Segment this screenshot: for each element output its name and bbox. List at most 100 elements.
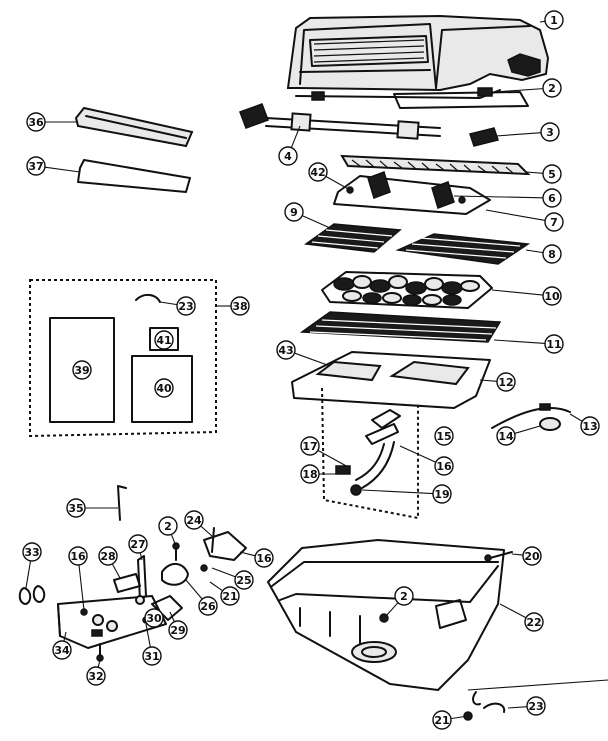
leader-lines bbox=[25, 20, 583, 720]
callout-13: 13 bbox=[580, 416, 600, 436]
callout-9: 9 bbox=[284, 202, 304, 222]
callout-36: 36 bbox=[26, 112, 46, 132]
callout-circle bbox=[66, 498, 86, 518]
callout-33: 33 bbox=[22, 542, 42, 562]
lid bbox=[286, 14, 550, 99]
callout-21: 21 bbox=[432, 710, 452, 730]
callout-circle bbox=[158, 516, 178, 536]
callout-35: 35 bbox=[66, 498, 86, 518]
lava-rocks bbox=[321, 271, 493, 309]
rock-grate bbox=[299, 311, 502, 343]
callout-number: 20 bbox=[524, 550, 540, 563]
callout-circle bbox=[434, 456, 454, 476]
callout-circle bbox=[526, 696, 546, 716]
callout-38: 38 bbox=[230, 296, 250, 316]
callout-number: 3 bbox=[546, 126, 554, 139]
callout-circle bbox=[278, 146, 298, 166]
callout-circle bbox=[496, 372, 516, 392]
leader-line bbox=[525, 171, 544, 174]
callout-number: 16 bbox=[70, 550, 86, 563]
callout-number: 31 bbox=[144, 650, 159, 663]
callout-circle bbox=[254, 548, 274, 568]
callout-circle bbox=[308, 162, 328, 182]
callout-circle bbox=[276, 340, 296, 360]
side-panels bbox=[74, 106, 194, 193]
leader-line bbox=[209, 581, 223, 592]
callout-number: 34 bbox=[54, 644, 70, 657]
leader-line bbox=[493, 339, 546, 344]
leader-line bbox=[111, 563, 121, 579]
callout-30: 30 bbox=[144, 608, 164, 628]
leader-line bbox=[97, 659, 101, 668]
kit-box bbox=[29, 279, 217, 438]
callout-32: 32 bbox=[86, 666, 106, 686]
leader-line bbox=[450, 715, 469, 720]
callout-23: 23 bbox=[176, 296, 196, 316]
callout-39: 39 bbox=[72, 360, 92, 380]
callout-number: 26 bbox=[200, 600, 216, 613]
callout-24: 24 bbox=[184, 510, 204, 530]
callout-circle bbox=[142, 646, 162, 666]
callout-circle bbox=[540, 122, 560, 142]
leader-line bbox=[511, 553, 524, 556]
igniter bbox=[491, 403, 571, 431]
callout-circle bbox=[394, 586, 414, 606]
callout-number: 16 bbox=[436, 460, 452, 473]
callout-number: 14 bbox=[498, 430, 514, 443]
callout-29: 29 bbox=[168, 620, 188, 640]
grate-small bbox=[303, 223, 402, 253]
leader-line bbox=[507, 706, 528, 709]
callout-number: 7 bbox=[550, 216, 558, 229]
leader-line bbox=[514, 425, 541, 434]
leader-line bbox=[385, 602, 399, 617]
callout-number: 35 bbox=[68, 502, 83, 515]
callout-7: 7 bbox=[544, 212, 564, 232]
firebox-hardware bbox=[463, 551, 513, 721]
leader-line bbox=[169, 611, 175, 622]
callout-circle bbox=[230, 296, 250, 316]
leader-line bbox=[499, 603, 527, 619]
callout-number: 42 bbox=[310, 166, 325, 179]
callout-5: 5 bbox=[542, 164, 562, 184]
callout-circle bbox=[544, 10, 564, 30]
callout-number: 10 bbox=[544, 290, 560, 303]
callout-number: 2 bbox=[400, 590, 408, 603]
leader-line bbox=[569, 413, 583, 422]
callout-28: 28 bbox=[98, 546, 118, 566]
callout-number: 43 bbox=[278, 344, 293, 357]
leader-line bbox=[145, 623, 151, 648]
callout-16: 16 bbox=[434, 456, 454, 476]
callout-number: 15 bbox=[436, 430, 451, 443]
callout-circle bbox=[154, 330, 174, 350]
callout-number: 2 bbox=[548, 82, 556, 95]
callout-number: 9 bbox=[290, 206, 298, 219]
callout-circle bbox=[300, 436, 320, 456]
callout-circle bbox=[432, 484, 452, 504]
callout-circle bbox=[234, 570, 254, 590]
callout-number: 41 bbox=[156, 334, 171, 347]
venturi-tube bbox=[335, 409, 444, 496]
callout-number: 22 bbox=[526, 616, 541, 629]
callout-circle bbox=[198, 596, 218, 616]
callout-number: 12 bbox=[498, 376, 513, 389]
callout-circle bbox=[86, 666, 106, 686]
callout-27: 27 bbox=[128, 534, 148, 554]
callout-circle bbox=[128, 534, 148, 554]
callout-circle bbox=[154, 378, 174, 398]
callout-circle bbox=[300, 464, 320, 484]
leader-line bbox=[399, 445, 437, 463]
callout-14: 14 bbox=[496, 426, 516, 446]
leader-line bbox=[44, 166, 81, 173]
callout-number: 17 bbox=[302, 440, 317, 453]
callout-circle bbox=[544, 334, 564, 354]
callout-17: 17 bbox=[300, 436, 320, 456]
callout-number: 39 bbox=[74, 364, 89, 377]
callout-circle bbox=[524, 612, 544, 632]
callout-20: 20 bbox=[522, 546, 542, 566]
firebox bbox=[267, 539, 608, 706]
callout-number: 18 bbox=[302, 468, 317, 481]
leader-line bbox=[525, 249, 544, 254]
hinge-bracket bbox=[311, 87, 529, 109]
callout-number: 1 bbox=[550, 14, 558, 27]
callout-3: 3 bbox=[540, 122, 560, 142]
